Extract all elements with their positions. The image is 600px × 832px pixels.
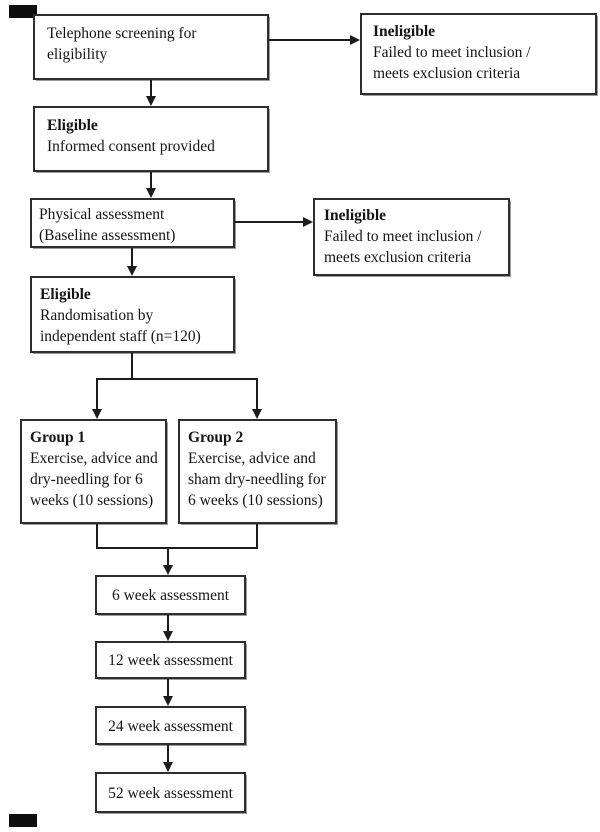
box-6-week-assessment: 6 week assessment [95, 575, 246, 615]
scan-mark-top-left [9, 5, 37, 18]
connector-random-drop [131, 353, 133, 380]
connector-telephone-to-ineligible [269, 39, 350, 41]
arrowhead-down-icon [92, 409, 102, 419]
connector-eligible-to-physical [150, 172, 152, 188]
arrowhead-down-icon [146, 96, 156, 106]
connector-merge-drop [167, 549, 169, 565]
box-ineligible-top: Ineligible Failed to meet inclusion / me… [360, 13, 597, 95]
box-line: weeks (10 sessions) [30, 492, 154, 509]
box-line: Exercise, advice and [188, 450, 316, 467]
box-line: dry-needling for 6 [30, 471, 143, 488]
arrowhead-down-icon [163, 696, 173, 706]
box-24-week-assessment: 24 week assessment [95, 706, 246, 745]
arrowhead-down-icon [163, 565, 173, 575]
box-line: Randomisation by [40, 307, 154, 324]
box-52-week-assessment: 52 week assessment [95, 772, 246, 813]
box-line: sham dry-needling for [188, 471, 326, 488]
box-line: Telephone screening for [47, 25, 197, 42]
box-line: Failed to meet inclusion / [373, 44, 531, 61]
connector-branch-right [256, 378, 258, 409]
connector-physical-to-ineligible [235, 221, 303, 223]
arrowhead-down-icon [163, 631, 173, 641]
box-group-2: Group 2 Exercise, advice and sham dry-ne… [178, 419, 337, 524]
box-physical-assessment: Physical assessment (Baseline assessment… [30, 198, 235, 248]
box-eligible-randomisation: Eligible Randomisation by independent st… [30, 276, 235, 353]
box-line: independent staff (n=120) [40, 328, 201, 345]
box-eligible-randomisation-title: Eligible [40, 286, 91, 303]
box-group-1-title: Group 1 [30, 429, 86, 446]
box-line: (Baseline assessment) [39, 227, 176, 244]
connector-physical-to-random [131, 248, 133, 266]
box-line: 6 week assessment [111, 587, 230, 604]
box-line: eligibility [47, 46, 108, 63]
arrowhead-down-icon [252, 409, 262, 419]
box-12-week-assessment: 12 week assessment [95, 641, 246, 679]
box-group-1: Group 1 Exercise, advice and dry-needlin… [20, 419, 167, 524]
box-ineligible-top-title: Ineligible [373, 23, 436, 40]
connector-group1-down [96, 524, 98, 549]
box-line: meets exclusion criteria [324, 249, 472, 266]
connector-group2-down [256, 524, 258, 549]
box-line: 12 week assessment [108, 652, 233, 669]
connector-merge-horizontal [96, 547, 258, 549]
connector-branch-horizontal [96, 378, 258, 380]
box-group-2-title: Group 2 [188, 429, 244, 446]
box-eligible-consent: Eligible Informed consent provided [33, 106, 269, 172]
box-ineligible-mid: Ineligible Failed to meet inclusion / me… [313, 198, 510, 276]
box-telephone-screening: Telephone screening for eligibility [33, 14, 269, 80]
scan-mark-bottom-left [9, 814, 37, 827]
box-ineligible-mid-title: Ineligible [324, 207, 387, 224]
arrowhead-down-icon [163, 762, 173, 772]
box-line: 6 weeks (10 sessions) [188, 492, 323, 509]
connector-branch-left [96, 378, 98, 409]
connector-24to52 [167, 745, 169, 762]
box-line: Informed consent provided [47, 138, 215, 155]
box-line: meets exclusion criteria [373, 65, 521, 82]
box-line: 24 week assessment [108, 718, 233, 735]
box-line: 52 week assessment [108, 785, 233, 802]
box-line: Failed to meet inclusion / [324, 228, 482, 245]
box-line: Physical assessment [39, 206, 165, 223]
connector-12to24 [167, 679, 169, 696]
box-eligible-consent-title: Eligible [47, 117, 98, 134]
arrowhead-down-icon [146, 188, 156, 198]
arrowhead-right-icon [350, 35, 360, 45]
box-line: Exercise, advice and [30, 450, 158, 467]
connector-6to12 [167, 615, 169, 631]
arrowhead-right-icon [303, 217, 313, 227]
connector-telephone-to-eligible [150, 80, 152, 96]
arrowhead-down-icon [127, 266, 137, 276]
